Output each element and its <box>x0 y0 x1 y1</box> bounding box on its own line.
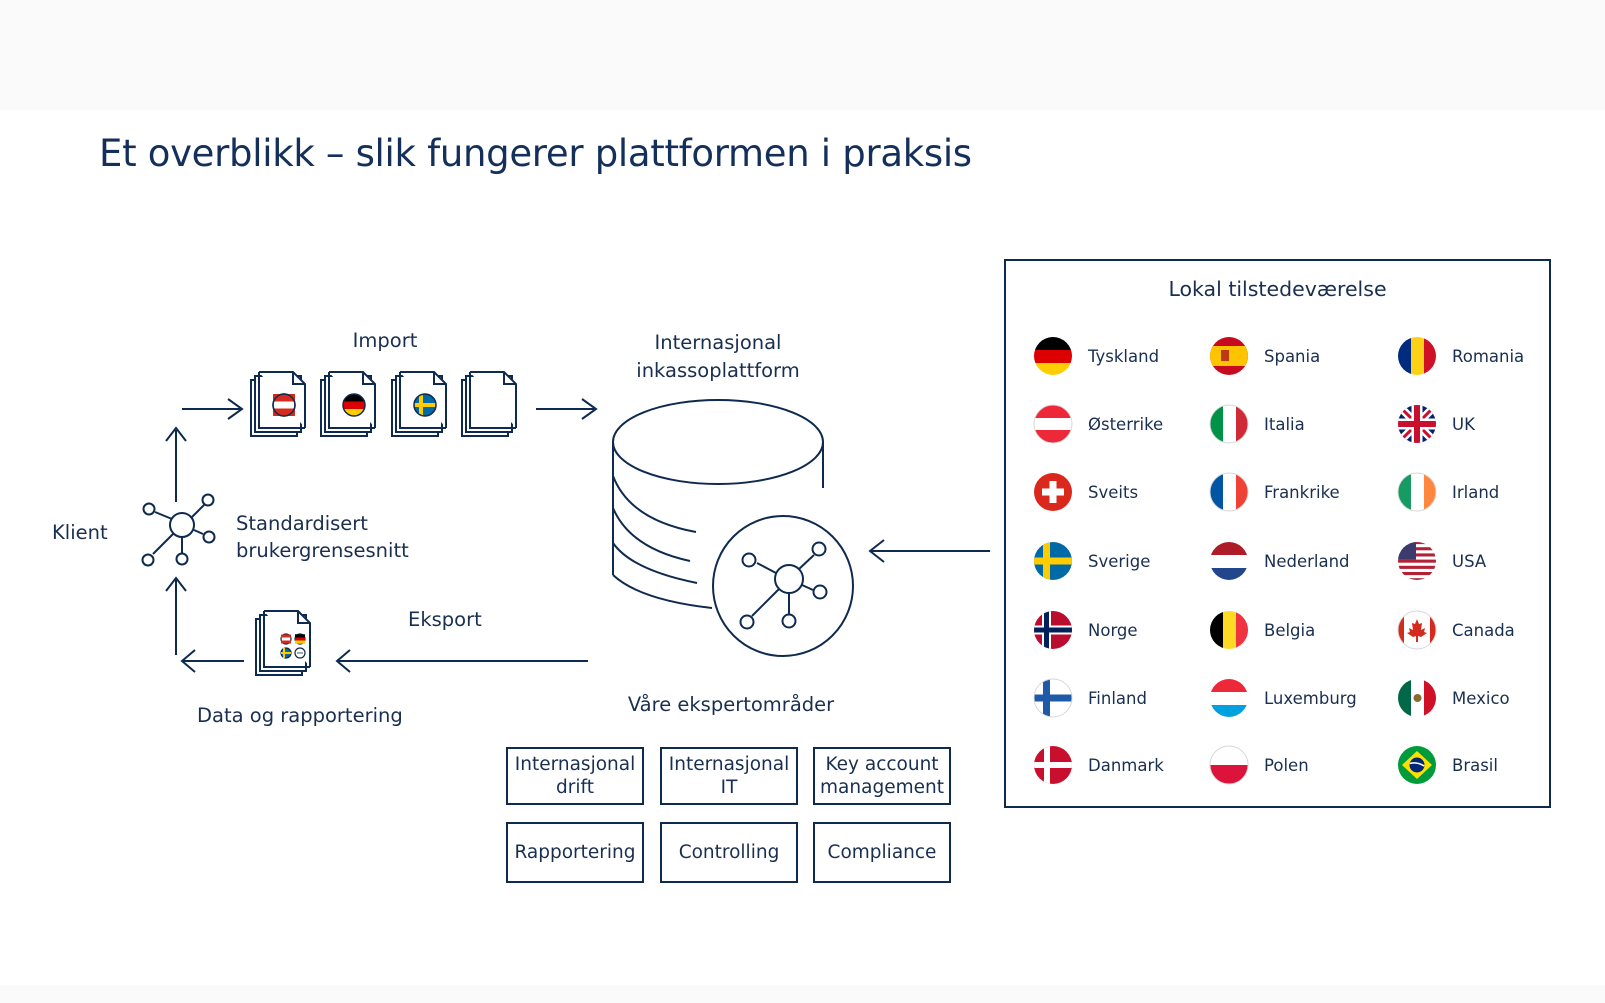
expertise-international-operations: Internasjonal drift <box>506 747 644 805</box>
country-denmark: Danmark <box>1033 745 1164 785</box>
expertise-reporting: Rapportering <box>506 822 644 883</box>
country-france: Frankrike <box>1209 472 1340 512</box>
import-label: Import <box>352 329 418 352</box>
brazil-flag-icon <box>1398 746 1436 784</box>
romania-flag-icon <box>1398 337 1436 375</box>
denmark-flag-icon <box>1034 746 1072 784</box>
country-name: Italia <box>1264 414 1305 434</box>
local-presence-panel: Lokal tilstedeværelse Tyskland Spania Ro… <box>1004 259 1551 808</box>
arrow-to-platform <box>536 398 598 420</box>
country-name: Nederland <box>1264 551 1350 571</box>
country-name: Danmark <box>1088 755 1164 775</box>
expertise-heading: Våre ekspertområder <box>627 693 835 716</box>
country-poland: Polen <box>1209 745 1309 785</box>
usa-flag-icon <box>1398 542 1436 580</box>
export-label: Eksport <box>408 608 482 631</box>
country-name: Luxemburg <box>1264 688 1357 708</box>
top-band <box>0 0 1605 110</box>
country-name: Sveits <box>1088 482 1139 502</box>
uk-flag-icon <box>1398 405 1436 443</box>
country-norway: Norge <box>1033 610 1138 650</box>
luxembourg-flag-icon <box>1210 679 1248 717</box>
mexico-flag-icon <box>1398 679 1436 717</box>
arrow-up-from-reporting <box>165 576 187 655</box>
client-label: Klient <box>52 521 108 544</box>
arrow-export <box>335 649 588 673</box>
sweden-flag-icon <box>1034 542 1072 580</box>
country-name: Finland <box>1088 688 1147 708</box>
expertise-compliance: Compliance <box>813 822 951 883</box>
platform-network-icon <box>712 515 854 657</box>
import-doc-blank-icon <box>461 371 517 437</box>
spain-flag-icon <box>1210 337 1248 375</box>
country-name: Spania <box>1264 346 1321 366</box>
arrow-to-import <box>182 398 244 420</box>
france-flag-icon <box>1209 472 1249 512</box>
country-usa: USA <box>1397 541 1486 581</box>
country-name: Norge <box>1088 620 1138 640</box>
country-name: Tyskland <box>1088 346 1160 366</box>
country-spain: Spania <box>1209 336 1320 376</box>
country-name: UK <box>1452 414 1475 434</box>
country-brazil: Brasil <box>1397 745 1498 785</box>
client-interface-icon <box>141 493 216 567</box>
database-icon <box>612 399 824 609</box>
switzerland-flag-icon <box>1034 473 1072 511</box>
arrow-from-presence <box>868 539 990 563</box>
italy-flag-icon <box>1209 404 1249 444</box>
country-name: Polen <box>1264 755 1309 775</box>
country-finland: Finland <box>1033 678 1147 718</box>
ireland-flag-icon <box>1397 472 1437 512</box>
arrow-up-to-import <box>165 426 187 502</box>
country-name: Brasil <box>1452 755 1498 775</box>
germany-flag-icon <box>1034 337 1072 375</box>
country-name: Mexico <box>1452 688 1510 708</box>
country-name: Frankrike <box>1264 482 1340 502</box>
country-sweden: Sverige <box>1033 541 1150 581</box>
expertise-international-it: Internasjonal IT <box>660 747 798 805</box>
expertise-key-account-management: Key account management <box>813 747 951 805</box>
page-title: Et overblikk – slik fungerer plattformen… <box>99 132 972 175</box>
belgium-flag-icon <box>1210 611 1248 649</box>
canada-flag-icon <box>1397 610 1437 650</box>
country-belgium: Belgia <box>1209 610 1315 650</box>
country-name: Irland <box>1452 482 1500 502</box>
finland-flag-icon <box>1033 678 1073 718</box>
austria-flag-icon <box>1033 404 1073 444</box>
country-name: Romania <box>1452 346 1525 366</box>
platform-label: Internasjonal inkassoplattform <box>636 331 800 382</box>
country-romania: Romania <box>1397 336 1524 376</box>
country-name: Canada <box>1452 620 1515 640</box>
bottom-band <box>0 985 1605 1003</box>
import-doc-germany-icon <box>320 371 376 437</box>
country-austria: Østerrike <box>1033 404 1163 444</box>
country-germany: Tyskland <box>1033 336 1159 376</box>
netherlands-flag-icon <box>1210 542 1248 580</box>
import-doc-austria-icon <box>250 371 306 437</box>
expertise-controlling: Controlling <box>660 822 798 883</box>
country-name: Belgia <box>1264 620 1316 640</box>
country-switzerland: Sveits <box>1033 472 1138 512</box>
local-presence-heading: Lokal tilstedeværelse <box>1168 277 1387 301</box>
country-italy: Italia <box>1209 404 1305 444</box>
country-luxembourg: Luxemburg <box>1209 678 1357 718</box>
country-name: Sverige <box>1088 551 1151 571</box>
ui-label: Standardisert brukergrensesnitt <box>236 512 409 562</box>
country-mexico: Mexico <box>1397 678 1510 718</box>
country-name: Østerrike <box>1088 414 1164 434</box>
import-doc-sweden-icon <box>391 371 447 437</box>
norway-flag-icon <box>1034 611 1072 649</box>
arrow-to-client <box>180 649 244 673</box>
country-canada: Canada <box>1397 610 1515 650</box>
country-ireland: Irland <box>1397 472 1499 512</box>
reporting-label: Data og rapportering <box>197 704 403 727</box>
country-netherlands: Nederland <box>1209 541 1350 581</box>
reporting-doc-icon <box>255 610 311 676</box>
poland-flag-icon <box>1209 745 1249 785</box>
country-uk: UK <box>1397 404 1475 444</box>
country-name: USA <box>1452 551 1487 571</box>
